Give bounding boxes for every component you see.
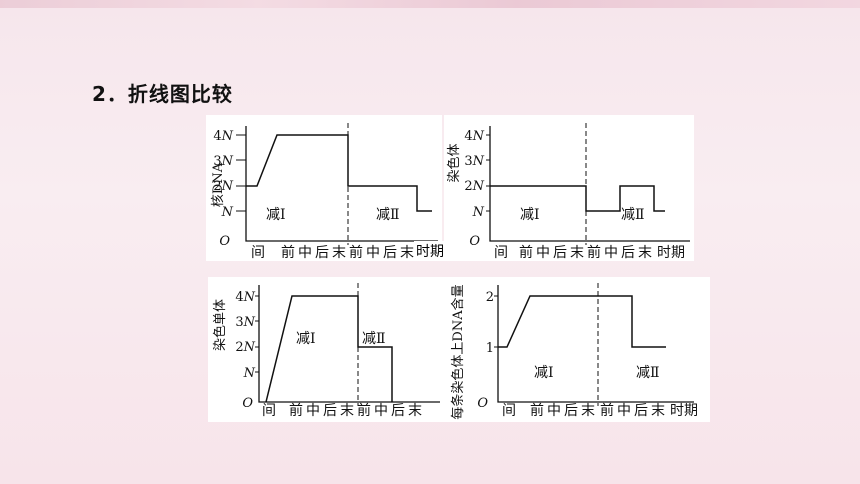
x-label-anaphase2: 后 — [391, 403, 405, 419]
x-label-anaphase1: 后 — [553, 245, 567, 261]
y-axis-label: 染色单体 — [212, 299, 228, 351]
x-label-metaphase1: 中 — [536, 245, 550, 261]
y-tick-2n: 2N — [235, 340, 255, 355]
x-label-prophase1: 前 — [289, 402, 303, 419]
x-label-interphase: 间 — [502, 403, 516, 419]
tick-marks — [494, 295, 498, 348]
y-tick-2: 2 — [486, 290, 494, 305]
tick-marks — [486, 134, 490, 212]
x-label-metaphase2: 中 — [617, 403, 631, 419]
chart-chromatid: 染色单体 4N 3N 2N N O 减Ⅰ 减Ⅱ 间 前 中 后 末 前 中 后 … — [208, 277, 444, 422]
x-label-telophase1: 末 — [581, 403, 595, 419]
x-label-anaphase1: 后 — [564, 403, 578, 419]
meiosis1-label: 减Ⅰ — [296, 331, 316, 347]
origin-label: O — [477, 396, 488, 411]
y-tick-n: N — [243, 366, 256, 381]
x-label-interphase: 间 — [494, 245, 508, 261]
y-tick-4n: 4N — [213, 129, 233, 144]
chart-chromosome: 染色体 4N 3N 2N N O 减Ⅰ 减Ⅱ 间 前 中 后 末 前 中 后 末… — [444, 115, 694, 261]
x-label-interphase: 间 — [251, 245, 265, 261]
x-label-interphase: 间 — [262, 403, 276, 419]
x-label-prophase2: 前 — [600, 402, 614, 419]
top-decoration — [0, 0, 860, 8]
section-heading: 2．折线图比较 — [92, 82, 233, 106]
x-phase-labels: 间 前 中 后 末 前 中 后 末 — [251, 244, 414, 261]
x-label-anaphase1: 后 — [315, 245, 329, 261]
axes — [497, 285, 694, 403]
y-tick-2n: 2N — [464, 179, 484, 194]
x-label-prophase1: 前 — [530, 402, 544, 419]
x-label-metaphase2: 中 — [366, 245, 380, 261]
y-tick-3n: 3N — [464, 154, 484, 169]
origin-label: O — [219, 234, 230, 249]
y-tick-n: N — [221, 205, 234, 220]
axes — [245, 126, 438, 242]
meiosis2-label: 减Ⅱ — [621, 207, 645, 223]
chart-chromatid-svg: 染色单体 4N 3N 2N N O 减Ⅰ 减Ⅱ 间 前 中 后 末 前 中 后 … — [212, 283, 440, 419]
x-label-anaphase2: 后 — [621, 245, 635, 261]
y-tick-3n: 3N — [213, 154, 233, 169]
y-tick-2n: 2N — [213, 179, 233, 194]
chart-dna-per-chromosome: 每条染色体上DNA含量 2 1 O 减Ⅰ 减Ⅱ 间 前 中 后 末 前 中 后 … — [444, 277, 710, 422]
meiosis1-label: 减Ⅰ — [520, 207, 540, 223]
series-line — [265, 295, 393, 403]
x-label-prophase1: 前 — [519, 244, 533, 261]
origin-label: O — [242, 396, 253, 411]
x-label-telophase2: 末 — [408, 403, 422, 419]
meiosis2-label: 减Ⅱ — [636, 365, 660, 381]
x-label-anaphase1: 后 — [323, 403, 337, 419]
meiosis1-label: 减Ⅰ — [266, 207, 286, 223]
chart-nuclear-dna: 核DNA 4N 3N 2N N O 减Ⅰ 减Ⅱ 间 前 中 后 末 前 中 后 … — [206, 115, 442, 261]
x-label-telophase2: 末 — [638, 245, 652, 261]
x-label-prophase2: 前 — [587, 244, 601, 261]
y-axis-label: 核DNA — [211, 162, 226, 207]
series-line — [246, 134, 432, 212]
x-phase-labels: 间 前 中 后 末 前 中 后 末 时期 — [494, 244, 685, 261]
x-label-anaphase2: 后 — [383, 245, 397, 261]
x-axis-label-chart1: 时期 — [414, 241, 446, 261]
y-tick-4n: 4N — [235, 290, 255, 305]
chart-dna-per-chromosome-svg: 每条染色体上DNA含量 2 1 O 减Ⅰ 减Ⅱ 间 前 中 后 末 前 中 后 … — [450, 283, 698, 420]
tick-marks — [255, 295, 259, 373]
x-label-telophase2: 末 — [400, 245, 414, 261]
axes — [489, 126, 690, 242]
series-line — [498, 295, 666, 348]
x-label-telophase1: 末 — [332, 245, 346, 261]
y-ticks: 4N 3N 2N N — [235, 290, 255, 381]
meiosis1-label: 减Ⅰ — [534, 365, 554, 381]
x-label-anaphase2: 后 — [634, 403, 648, 419]
y-axis-label: 染色体 — [446, 143, 462, 182]
x-label-metaphase1: 中 — [298, 245, 312, 261]
x-label-prophase2: 前 — [357, 402, 371, 419]
y-tick-1: 1 — [486, 341, 494, 356]
x-label-prophase1: 前 — [281, 244, 295, 261]
chart-chromosome-svg: 染色体 4N 3N 2N N O 减Ⅰ 减Ⅱ 间 前 中 后 末 前 中 后 末… — [446, 123, 690, 261]
x-phase-labels: 间 前 中 后 末 前 中 后 末 — [262, 402, 422, 419]
axes — [258, 285, 440, 403]
x-label-telophase1: 末 — [570, 245, 584, 261]
origin-label: O — [469, 234, 480, 249]
y-axis-label: 每条染色体上DNA含量 — [450, 284, 466, 419]
x-label-metaphase2: 中 — [604, 245, 618, 261]
meiosis2-label: 减Ⅱ — [376, 207, 400, 223]
x-axis-label: 时期 — [657, 245, 685, 261]
x-label-telophase2: 末 — [651, 403, 665, 419]
series-line — [490, 185, 665, 212]
y-tick-n: N — [472, 205, 485, 220]
x-label-metaphase2: 中 — [374, 403, 388, 419]
y-ticks: 4N 3N 2N N — [464, 129, 484, 220]
x-label-telophase1: 末 — [340, 403, 354, 419]
y-ticks: 4N 3N 2N N — [213, 129, 233, 220]
x-axis-label: 时期 — [670, 403, 698, 419]
x-phase-labels: 间 前 中 后 末 前 中 后 末 时期 — [502, 402, 698, 419]
chart-nuclear-dna-svg: 核DNA 4N 3N 2N N O 减Ⅰ 减Ⅱ 间 前 中 后 末 前 中 后 … — [211, 123, 438, 261]
x-label-metaphase1: 中 — [547, 403, 561, 419]
x-label-metaphase1: 中 — [306, 403, 320, 419]
tick-marks — [236, 134, 246, 212]
y-tick-4n: 4N — [464, 129, 484, 144]
y-tick-3n: 3N — [235, 315, 255, 330]
y-ticks: 2 1 — [486, 290, 494, 356]
meiosis2-label: 减Ⅱ — [362, 331, 386, 347]
x-label-prophase2: 前 — [349, 244, 363, 261]
